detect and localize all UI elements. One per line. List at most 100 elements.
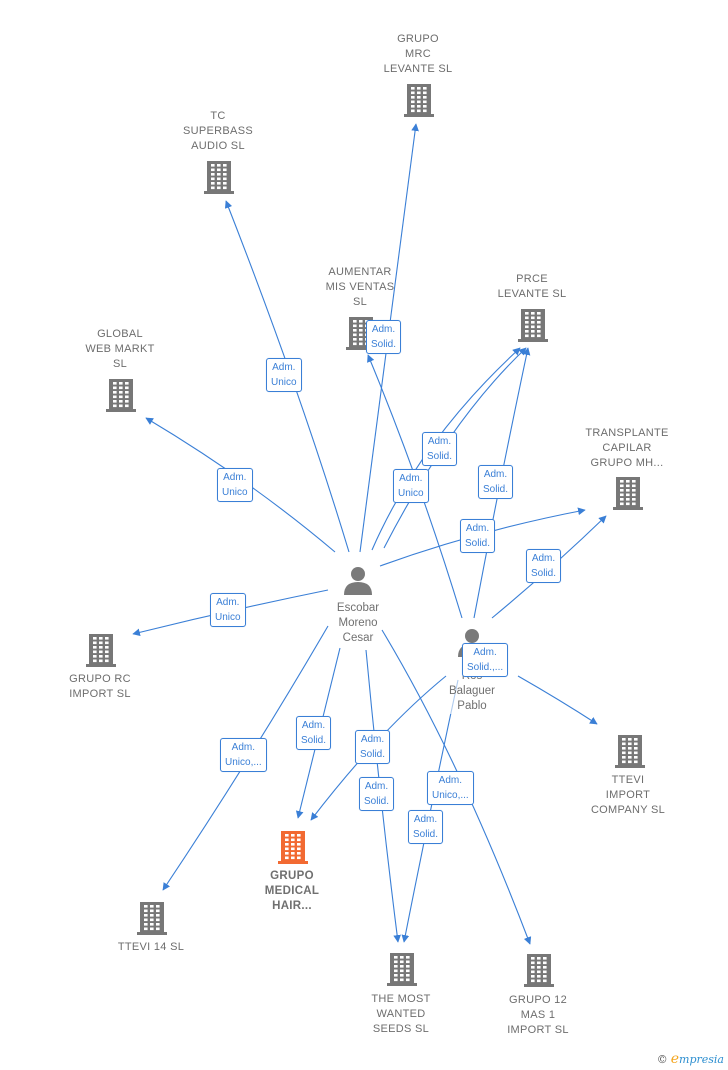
role-text: Adm. bbox=[231, 742, 256, 753]
company-name-rc[interactable]: GRUPO RC IMPORT SL bbox=[69, 672, 131, 702]
role-text: Adm. bbox=[371, 324, 396, 335]
role-badge[interactable]: Adm. Solid. bbox=[296, 716, 332, 750]
role-text: Unico bbox=[222, 487, 248, 498]
role-text: Adm. bbox=[301, 720, 326, 731]
company-name-line: TTEVI bbox=[611, 774, 645, 786]
building-icon[interactable] bbox=[106, 379, 136, 412]
company-name-line: THE MOST bbox=[371, 993, 431, 1005]
building-icon[interactable] bbox=[518, 309, 548, 342]
role-text: Adm. bbox=[413, 814, 438, 825]
company-name-prce[interactable]: PRCE LEVANTE SL bbox=[498, 272, 567, 302]
company-name-wanted[interactable]: THE MOST WANTED SEEDS SL bbox=[371, 992, 430, 1037]
company-name-line: SL bbox=[112, 358, 128, 370]
company-name-line: MEDICAL bbox=[264, 885, 320, 897]
relationship-edge bbox=[517, 675, 598, 725]
role-text: Adm. bbox=[473, 647, 497, 658]
company-name-line: WANTED bbox=[376, 1008, 426, 1020]
building-icon[interactable] bbox=[86, 634, 116, 667]
brand-initial: e bbox=[670, 1051, 680, 1067]
role-text: Solid. bbox=[427, 451, 453, 462]
role-text: Solid. bbox=[483, 484, 509, 495]
company-name-line: HAIR... bbox=[272, 900, 312, 912]
role-badge[interactable]: Adm. Solid.,... bbox=[462, 643, 509, 677]
role-text: Unico bbox=[271, 377, 297, 388]
company-name-ttevi14[interactable]: TTEVI 14 SL bbox=[118, 940, 184, 955]
role-text: Unico bbox=[398, 488, 424, 499]
company-name-line: WEB MARKT bbox=[85, 343, 155, 355]
role-text: Solid. bbox=[371, 339, 397, 350]
company-name-line: PRCE bbox=[516, 273, 548, 285]
person-name-line: Escobar bbox=[336, 602, 380, 614]
building-icon[interactable] bbox=[524, 954, 554, 987]
role-badge[interactable]: Adm. Unico bbox=[210, 593, 246, 627]
company-name-medical[interactable]: GRUPO MEDICAL HAIR... bbox=[265, 869, 320, 914]
building-icon[interactable] bbox=[204, 161, 234, 194]
company-name-global[interactable]: GLOBAL WEB MARKT SL bbox=[85, 327, 154, 372]
company-name-line: TC bbox=[210, 110, 226, 122]
role-text: Solid. bbox=[531, 568, 557, 579]
person-name-line: Pablo bbox=[457, 700, 487, 712]
role-text: Solid. bbox=[360, 749, 386, 760]
role-badge[interactable]: Adm. Unico bbox=[393, 469, 429, 503]
company-name-mrc[interactable]: GRUPO MRC LEVANTE SL bbox=[384, 32, 453, 77]
building-icon[interactable] bbox=[278, 831, 308, 864]
company-name-line: MRC bbox=[405, 48, 431, 60]
role-badge[interactable]: Adm.Solid. bbox=[526, 549, 562, 583]
company-name-line: GRUPO MH... bbox=[590, 457, 664, 469]
copyright-symbol: © bbox=[656, 1053, 668, 1066]
role-badge[interactable]: Adm. Solid. bbox=[366, 320, 402, 354]
role-text: Adm. bbox=[216, 597, 240, 608]
company-name-line: IMPORT SL bbox=[69, 688, 131, 700]
building-icon[interactable] bbox=[387, 953, 417, 986]
empresia-watermark: ©empresia bbox=[657, 1051, 724, 1067]
company-name-line: SEEDS SL bbox=[372, 1023, 430, 1035]
role-text: Solid.,... bbox=[467, 662, 504, 673]
company-name-line: SL bbox=[352, 296, 368, 308]
nodes bbox=[86, 84, 645, 987]
role-text: Adm. bbox=[465, 523, 490, 534]
role-text: Adm. bbox=[399, 473, 423, 484]
role-text: Solid. bbox=[364, 796, 390, 807]
role-text: Solid. bbox=[301, 735, 327, 746]
role-text: Adm. bbox=[364, 781, 389, 792]
role-badge[interactable]: Adm. Unico,... bbox=[427, 771, 474, 805]
person-icon[interactable] bbox=[344, 567, 372, 595]
company-name-line: LEVANTE SL bbox=[383, 63, 453, 75]
role-badge[interactable]: Adm.Unico,... bbox=[220, 738, 267, 772]
role-text: Adm. bbox=[438, 775, 463, 786]
role-text: Adm. bbox=[483, 469, 508, 480]
building-icon[interactable] bbox=[615, 735, 645, 768]
company-name-line: LEVANTE SL bbox=[497, 288, 567, 300]
role-badge[interactable]: Adm.Solid. bbox=[408, 810, 444, 844]
company-name-line: GRUPO bbox=[270, 870, 314, 882]
role-badge[interactable]: Adm. Solid. bbox=[359, 777, 395, 811]
brand-name: mpresia bbox=[679, 1053, 724, 1066]
building-icon[interactable] bbox=[404, 84, 434, 117]
role-text: Adm. bbox=[272, 362, 296, 373]
company-name-line: TTEVI 14 SL bbox=[117, 941, 185, 953]
company-name-line: GRUPO RC bbox=[69, 673, 131, 685]
company-name-line: GRUPO 12 bbox=[508, 994, 568, 1006]
role-badge[interactable]: Adm.Solid. bbox=[460, 519, 496, 553]
company-name-line: IMPORT bbox=[605, 789, 651, 801]
role-badge[interactable]: Adm.Solid. bbox=[355, 730, 391, 764]
role-badge[interactable]: Adm.Solid. bbox=[422, 432, 458, 466]
person-name-line: Moreno bbox=[338, 617, 378, 629]
building-icon[interactable] bbox=[613, 477, 643, 510]
role-badge[interactable]: Adm. Unico bbox=[266, 358, 302, 392]
role-badge[interactable]: Adm. Solid. bbox=[478, 465, 514, 499]
company-name-line: TRANSPLANTE bbox=[585, 427, 669, 439]
role-badge[interactable]: Adm.Unico bbox=[217, 468, 253, 502]
company-name-line: GLOBAL bbox=[97, 328, 143, 340]
role-text: Unico bbox=[215, 612, 241, 623]
role-text: Unico,... bbox=[432, 790, 469, 801]
building-icon[interactable] bbox=[137, 902, 167, 935]
company-name-line: GRUPO bbox=[397, 33, 439, 45]
